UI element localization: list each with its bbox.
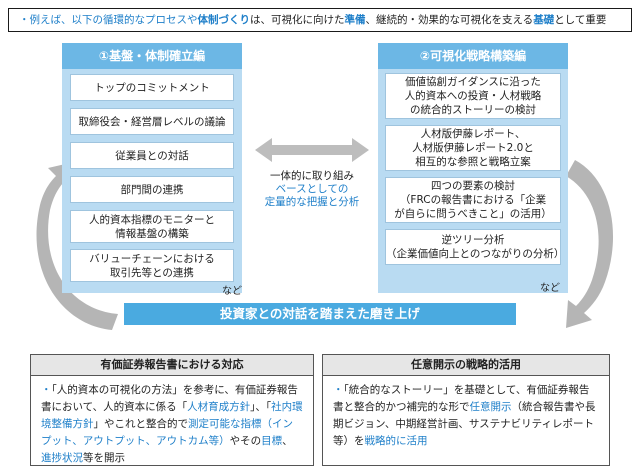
- left-item-2: 取締役会・経営層レベルの議論: [70, 108, 234, 135]
- right-etc: など: [540, 283, 560, 294]
- left-cycle-arrow-icon: [36, 162, 118, 330]
- voluntary-disclosure-text: ・「統合的なストーリー」を基礎として、有価証券報告書と整合的かつ補完的な形で任意…: [333, 384, 596, 447]
- summary-text-3: として重要: [554, 14, 607, 26]
- summary-text-1: は、可視化に向けた: [250, 14, 345, 26]
- left-etc: など: [222, 286, 242, 297]
- double-arrow-icon: [255, 138, 369, 162]
- left-item-1: トップのコミットメント: [70, 74, 234, 101]
- securities-report-text: ・「人的資本の可視化の方法」を参考に、有価証券報告書において、人的資本に係る「人…: [41, 384, 303, 464]
- right-item-3: 四つの要素の検討 （FRCの報告書における「企業 が自らに問うべきこと」の活用）: [385, 177, 561, 223]
- right-cycle-arrow-icon: [566, 160, 614, 328]
- securities-report-box: 有価証券報告書における対応 ・「人的資本の可視化の方法」を参考に、有価証券報告書…: [30, 354, 314, 466]
- dialogue-band: 投資家との対話を踏まえた磨き上げ: [124, 303, 516, 325]
- right-item-4: 逆ツリー分析 （企業価値向上とのつながりの分析）: [385, 229, 564, 265]
- highlight-taisei: 体制づくり: [197, 14, 251, 26]
- summary-bar: ・例えば、以下の循環的なプロセスや体制づくりは、可視化に向けた準備、継続的・効果…: [8, 8, 632, 32]
- highlight-junbi: 準備: [344, 14, 366, 26]
- right-panel-title: ②可視化戦略構築編: [378, 43, 568, 69]
- right-item-2: 人材版伊藤レポート、 人材版伊藤レポート2.0と 相互的な参照と戦略立案: [385, 125, 561, 171]
- securities-report-title: 有価証券報告書における対応: [31, 355, 313, 376]
- voluntary-disclosure-box: 任意開示の戦略的活用 ・「統合的なストーリー」を基礎として、有価証券報告書と整合…: [322, 354, 610, 466]
- center-line-3: 定量的な把握と分析: [264, 196, 360, 208]
- right-item-1: 価値協創ガイダンスに沿った 人的資本への投資・人材戦略 の統合的ストーリーの検討: [385, 73, 561, 119]
- center-line-2: ベースとしての: [275, 183, 349, 195]
- summary-text-2: 、継続的・効果的な可視化を支える: [365, 14, 534, 26]
- left-item-4: 部門間の連携: [70, 176, 234, 203]
- highlight-kiso: 基礎: [533, 14, 555, 26]
- center-note: 一体的に取り組み ベースとしての 定量的な把握と分析: [252, 170, 372, 209]
- left-panel-title: ①基盤・体制確立編: [62, 43, 242, 69]
- center-line-1: 一体的に取り組み: [270, 170, 354, 182]
- left-item-3: 従業員との対話: [70, 142, 234, 169]
- left-item-5: 人的資本指標のモニターと 情報基盤の構築: [70, 210, 234, 243]
- bullet-text: ・例えば、以下の循環的なプロセスや: [19, 14, 198, 26]
- left-item-6: バリューチェーンにおける 取引先等との連携: [70, 249, 234, 282]
- voluntary-disclosure-title: 任意開示の戦略的活用: [323, 355, 609, 376]
